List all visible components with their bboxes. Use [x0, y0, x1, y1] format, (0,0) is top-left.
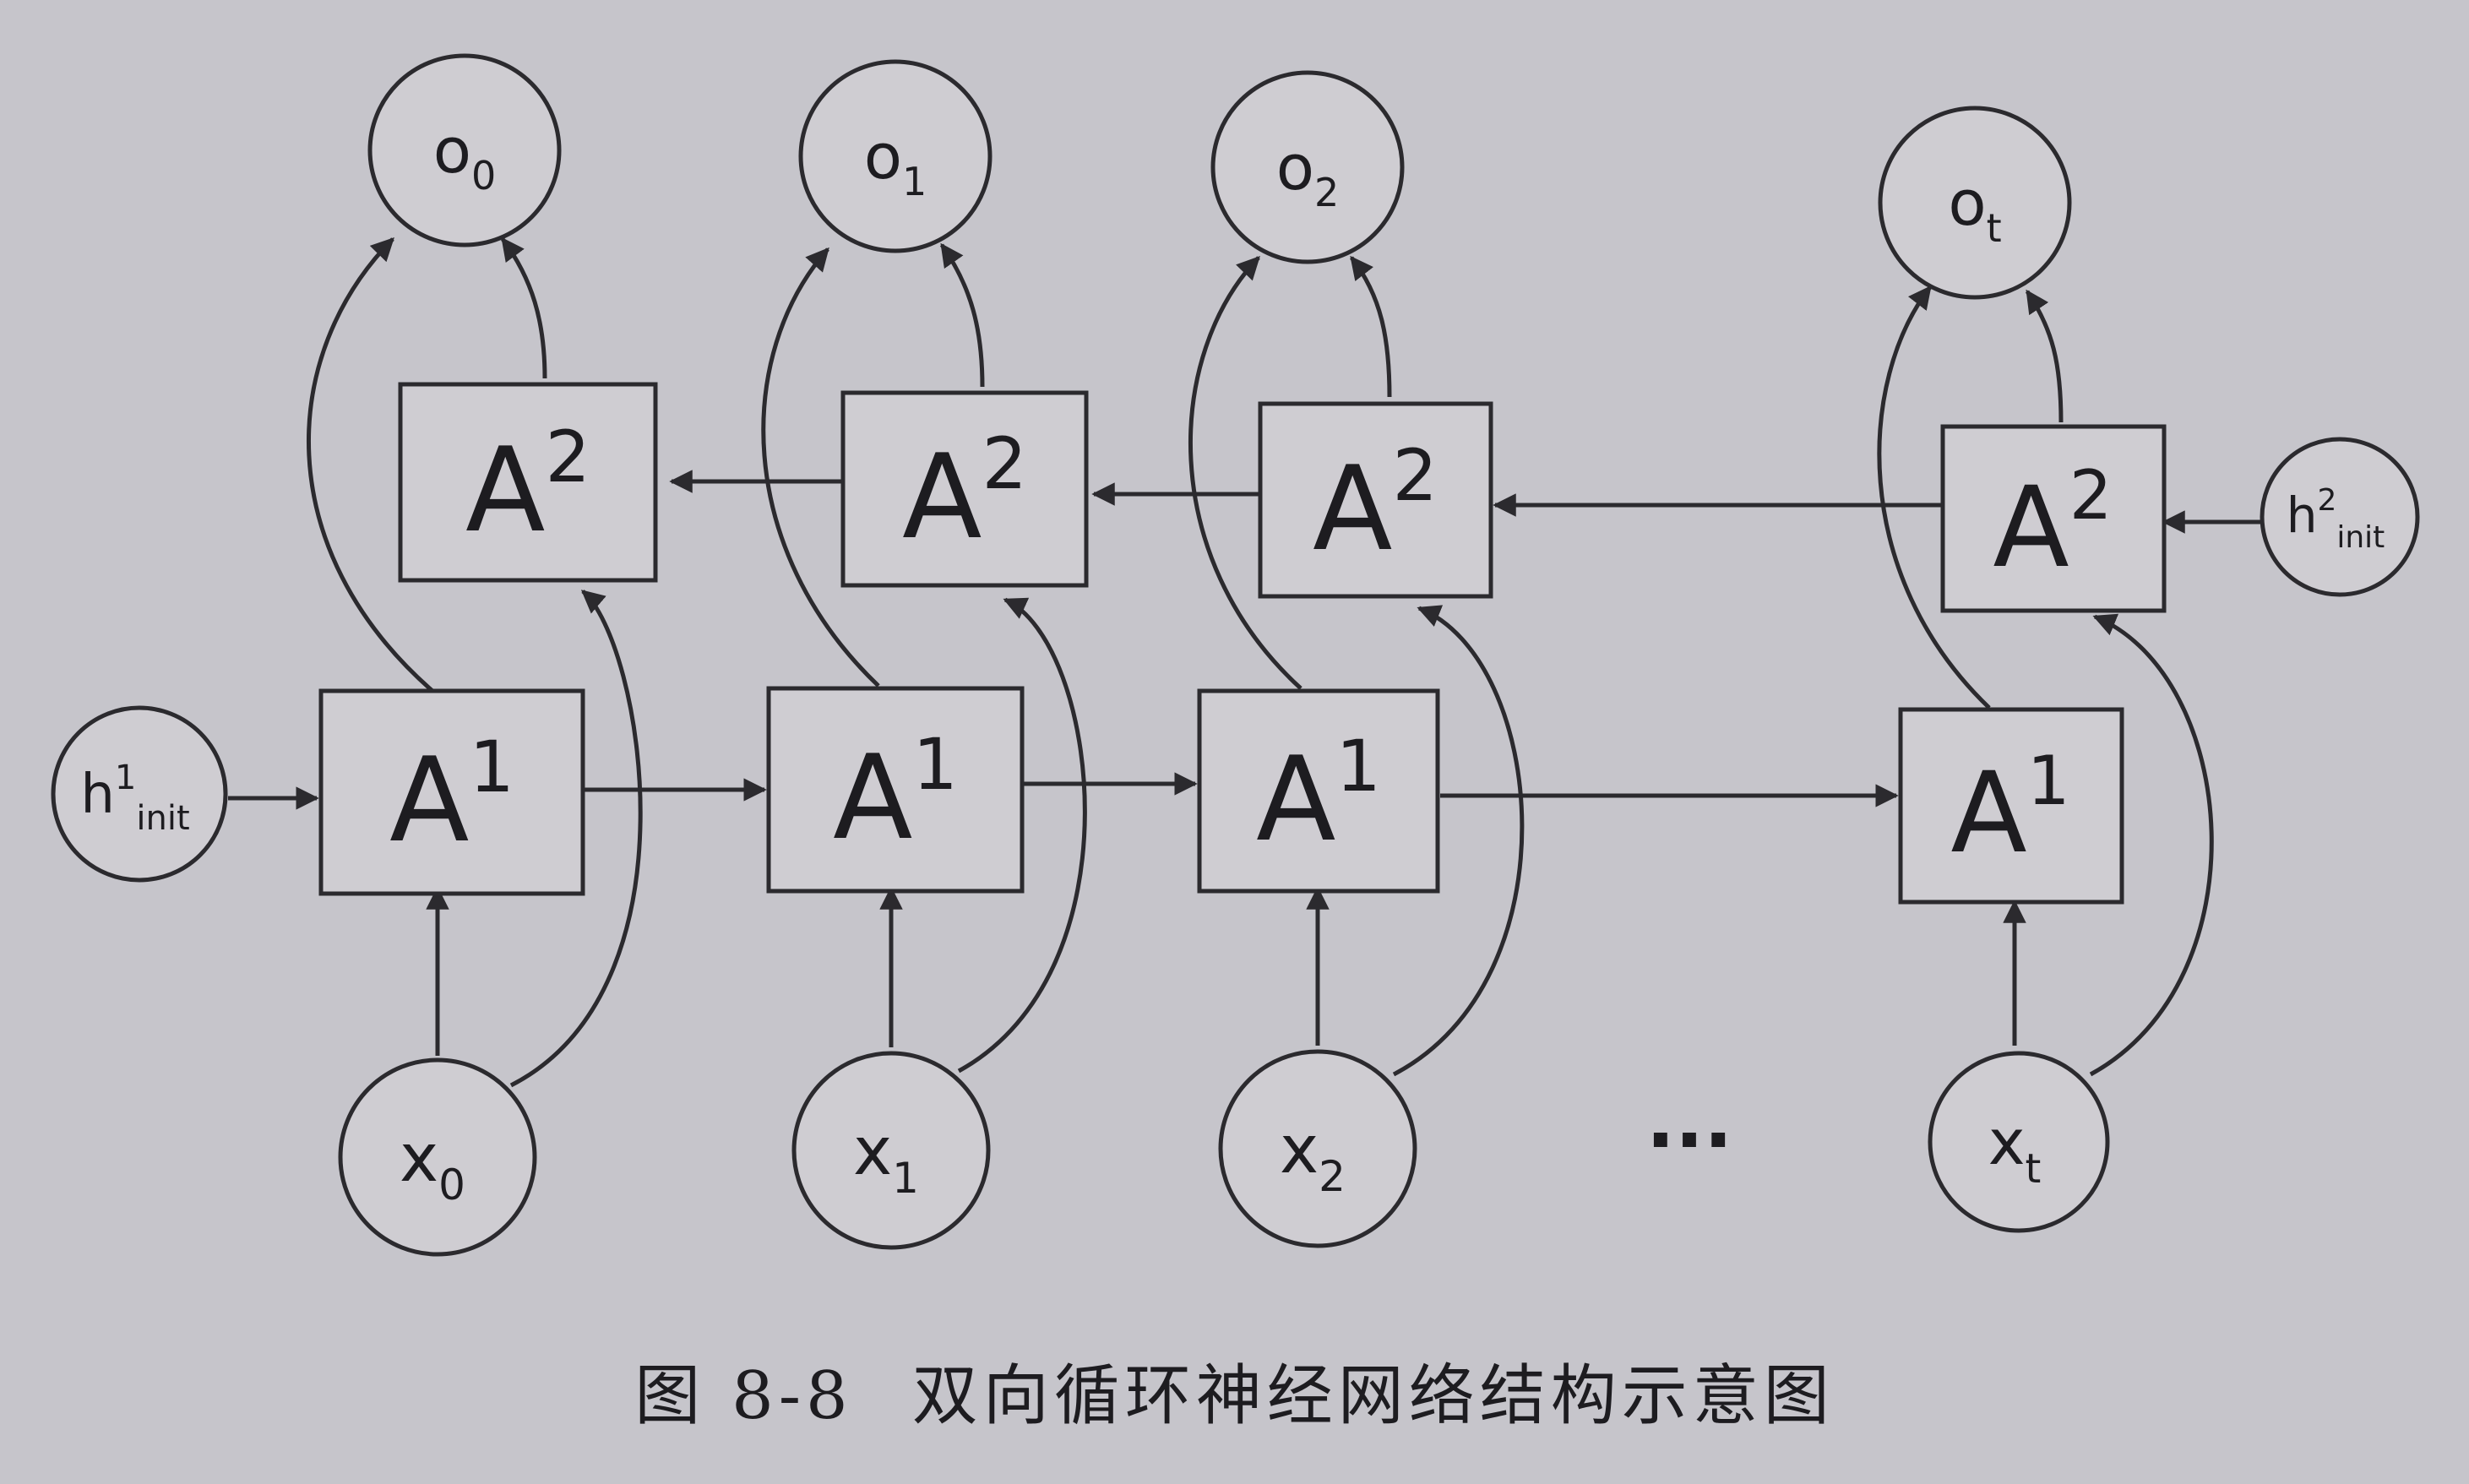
a1-cell-2: A1	[1197, 688, 1440, 894]
a1-cell-t: A1	[1898, 707, 2124, 905]
svg-text:A1: A1	[389, 726, 514, 868]
input-node-x2: x2	[1218, 1049, 1417, 1248]
svg-text:A2: A2	[1313, 434, 1438, 577]
input-node-x0: x0	[338, 1057, 537, 1257]
a2-t-to-ot-arrow	[2025, 289, 2064, 423]
svg-text:ot: ot	[1948, 167, 2001, 251]
output-nodes: o0 o1 o2 ot	[367, 53, 2072, 300]
a2-cell-2: A2	[1258, 401, 1493, 599]
svg-text:o0: o0	[433, 115, 497, 198]
a2-cell-0: A2	[398, 382, 658, 583]
a1-cell-0: A1	[318, 688, 585, 896]
output-node-o2: o2	[1210, 70, 1405, 264]
output-node-o0: o0	[367, 53, 562, 247]
svg-text:x2: x2	[1280, 1112, 1346, 1201]
a2-cell-1: A2	[840, 390, 1089, 588]
svg-text:A1: A1	[833, 723, 958, 866]
svg-text:x0: x0	[400, 1121, 465, 1209]
a1-2-to-o2-arrow	[1188, 256, 1302, 690]
input-node-x1: x1	[791, 1051, 991, 1250]
svg-text:h1init: h1init	[80, 758, 189, 838]
svg-text:A1: A1	[1950, 742, 2069, 878]
a2-2-to-o2-arrow	[1350, 255, 1392, 398]
svg-text:A1: A1	[1256, 725, 1381, 867]
a2-0-to-o0-arrow	[500, 236, 547, 379]
input-nodes: x0 x1 x2 xt	[338, 1049, 2110, 1257]
a1-0-to-o0-arrow	[307, 237, 434, 693]
a2-cell-t: A2	[1940, 424, 2167, 613]
svg-text:x1: x1	[853, 1114, 919, 1203]
svg-text:o1: o1	[864, 121, 927, 204]
svg-text:o2: o2	[1276, 132, 1340, 215]
a1-cell-1: A1	[766, 686, 1025, 894]
sequence-ellipsis: ...	[1646, 1077, 1733, 1166]
input-node-xt: xt	[1928, 1051, 2110, 1233]
output-node-o1: o1	[798, 59, 992, 253]
figure-caption: 图 8-8 双向循环神经网络结构示意图	[0, 1343, 2469, 1438]
figure-caption-text: 双向循环神经网络结构示意图	[911, 1358, 1835, 1434]
a1-1-to-o1-arrow	[761, 247, 880, 688]
svg-text:A2: A2	[902, 422, 1027, 565]
xt-to-a2-t-arrow	[2089, 613, 2214, 1077]
svg-text:h2init: h2init	[2287, 483, 2385, 555]
svg-text:xt: xt	[1988, 1106, 2042, 1193]
x0-to-a2-0-arrow	[509, 590, 643, 1088]
a2-1-to-o1-arrow	[939, 242, 985, 388]
svg-text:A2: A2	[465, 416, 590, 558]
forward-layer: A1 A1 A1 A1	[318, 686, 2124, 905]
x2-to-a2-2-arrow	[1392, 605, 1525, 1077]
backward-layer: A2 A2 A2 A2	[398, 382, 2167, 613]
figure-number: 图 8-8	[634, 1358, 853, 1434]
h1-init-node: h1init	[51, 705, 228, 883]
x1-to-a2-1-arrow	[957, 597, 1087, 1074]
output-node-ot: ot	[1878, 106, 2072, 300]
h2-init-node: h2init	[2260, 437, 2420, 597]
a1-t-to-ot-arrow	[1877, 285, 1991, 709]
svg-text:A2: A2	[1993, 456, 2112, 593]
connections	[228, 236, 2264, 1088]
